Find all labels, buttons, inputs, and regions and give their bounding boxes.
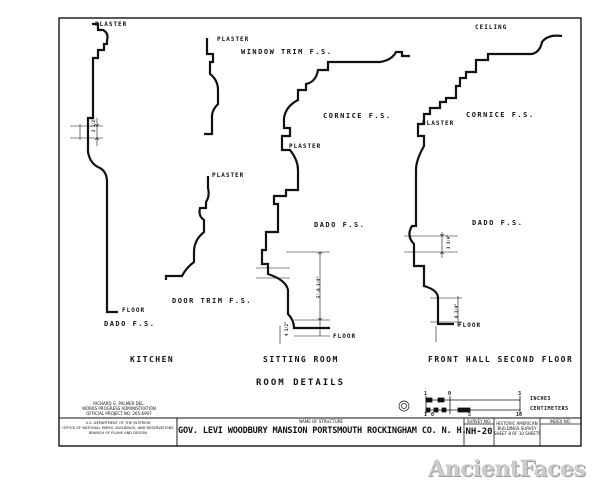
sheet-border — [58, 17, 582, 447]
survey-line-1: HISTORIC AMERICAN — [496, 421, 538, 426]
label-cornice-sitting: CORNICE F.S. — [323, 112, 392, 120]
caption-sitting-room: SITTING ROOM — [263, 355, 339, 364]
label-cornice-hall: CORNICE F.S. — [466, 111, 535, 119]
door-trim-profile — [164, 176, 210, 280]
dim-kitchen: 2 1/2" — [91, 117, 96, 132]
label-plaster-window: PLASTER — [217, 36, 250, 43]
hall-dimension — [404, 232, 462, 342]
label-ceiling: CEILING — [475, 24, 508, 31]
scale-inch-tick-3: 3 — [518, 391, 522, 397]
label-plaster-kitchen: PLASTER — [95, 21, 128, 28]
graphic-scale — [425, 396, 521, 414]
scale-inches-label: INCHES — [530, 396, 552, 402]
scale-inch-tick-1: 1 — [424, 391, 428, 397]
dim-sitting-a: 5'-6 3/4" — [316, 276, 321, 298]
label-plaster-cornice-hall: PLASTER — [422, 120, 455, 127]
credit-line-3: OFFICIAL PROJECT NO. 265-6907 — [86, 411, 152, 416]
scale-cm-tick-1: 1 — [424, 412, 428, 418]
survey-seal-icon — [398, 400, 410, 412]
label-plaster-door: PLASTER — [212, 172, 245, 179]
credit-line-2: WORKS PROGRESS ADMINISTRATION — [82, 406, 156, 411]
label-floor-sitting: FLOOR — [333, 333, 357, 340]
credit-line-1: RICHARD G. PALMER DEL. — [93, 401, 145, 406]
label-plaster-cornice-sitting: PLASTER — [289, 143, 322, 150]
label-window-trim: WINDOW TRIM F.S. — [241, 48, 333, 56]
label-dado-sitting: DADO F.S. — [314, 221, 366, 229]
name-header: NAME OF STRUCTURE — [299, 419, 343, 424]
hall-cornice-profile — [408, 34, 563, 326]
scale-cm-tick-10: 10 — [516, 412, 523, 418]
scale-cm-tick-0: 0 — [431, 412, 435, 418]
structure-name: GOV. LEVI WOODBURY MANSION PORTSMOUTH RO… — [178, 426, 467, 436]
survey-no: NH-20 — [465, 427, 493, 437]
window-trim-profile — [204, 38, 220, 136]
agency-line-2: OFFICE OF NATIONAL PARKS, BUILDINGS, AND… — [62, 426, 174, 430]
title-block-grid — [58, 417, 581, 447]
caption-kitchen: KITCHEN — [130, 355, 175, 364]
label-floor-hall: FLOOR — [458, 322, 482, 329]
survey-line-3: SHEET 8 OF 10 SHEETS — [494, 431, 541, 436]
kitchen-dado-profile — [86, 22, 118, 314]
sitting-cornice-profile — [260, 50, 410, 330]
label-door-trim: DOOR TRIM F.S. — [172, 297, 253, 305]
scale-cm-label: CENTIMETERS — [530, 406, 569, 412]
agency-line-3: BRANCH OF PLANS AND DESIGN — [88, 431, 148, 435]
label-dado-kitchen: DADO F.S. — [104, 320, 156, 328]
label-floor-kitchen: FLOOR — [122, 307, 146, 314]
agency-line-1: U.S. DEPARTMENT OF THE INTERIOR — [85, 421, 151, 425]
survey-line-2: BUILDINGS SURVEY — [497, 426, 537, 431]
dim-hall-a: 3 3/4" — [446, 234, 451, 249]
dim-hall-b: 6 3/4" — [454, 303, 459, 318]
scale-cm-tick-5: 5 — [468, 412, 472, 418]
caption-front-hall: FRONT HALL SECOND FLOOR — [428, 355, 574, 364]
index-header: INDEX NO. — [549, 419, 572, 424]
watermark-logo: AncientFaces — [428, 456, 586, 482]
survey-no-header: SURVEY NO. — [466, 419, 492, 424]
sitting-dimension — [256, 251, 330, 344]
kitchen-dimension — [70, 118, 103, 146]
sheet-title: ROOM DETAILS — [256, 378, 346, 388]
scale-inch-tick-0: 0 — [448, 391, 452, 397]
label-dado-hall: DADO F.S. — [472, 219, 524, 227]
dim-sitting-b: 4 1/2" — [284, 321, 289, 336]
